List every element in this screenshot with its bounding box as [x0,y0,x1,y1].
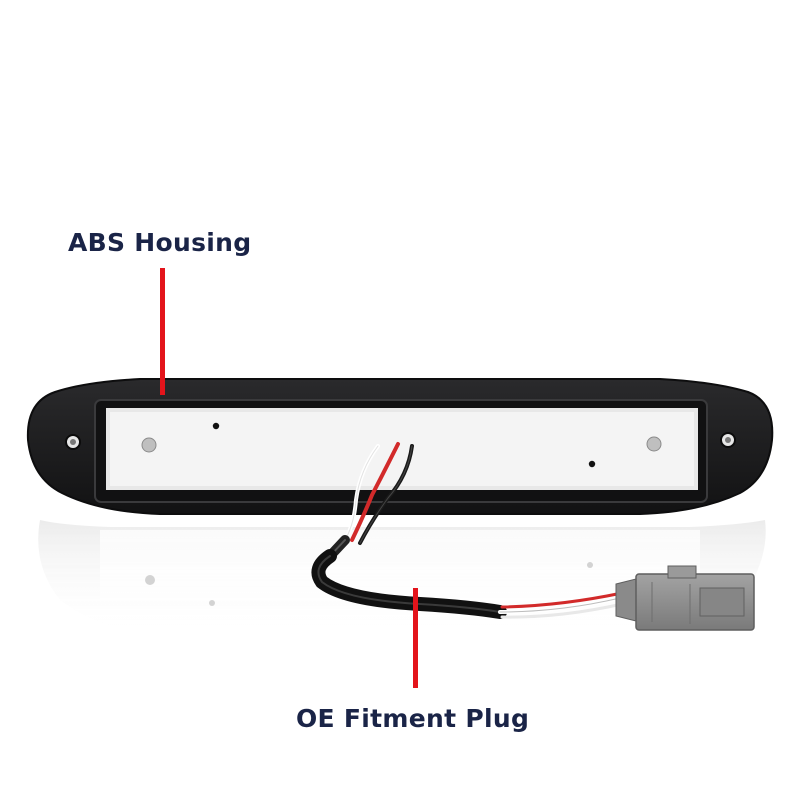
mounting-screw-left [141,437,157,453]
callout-label-abs-housing: ABS Housing [68,228,252,257]
callout-leader-line-bottom [413,588,418,688]
oe-fitment-plug [615,565,755,631]
wire-harness [311,442,624,619]
callout-leader-line-top [160,268,165,395]
housing-reflection [38,520,766,636]
mounting-screw-right [646,436,662,452]
callout-label-oe-fitment-plug: OE Fitment Plug [296,704,530,733]
